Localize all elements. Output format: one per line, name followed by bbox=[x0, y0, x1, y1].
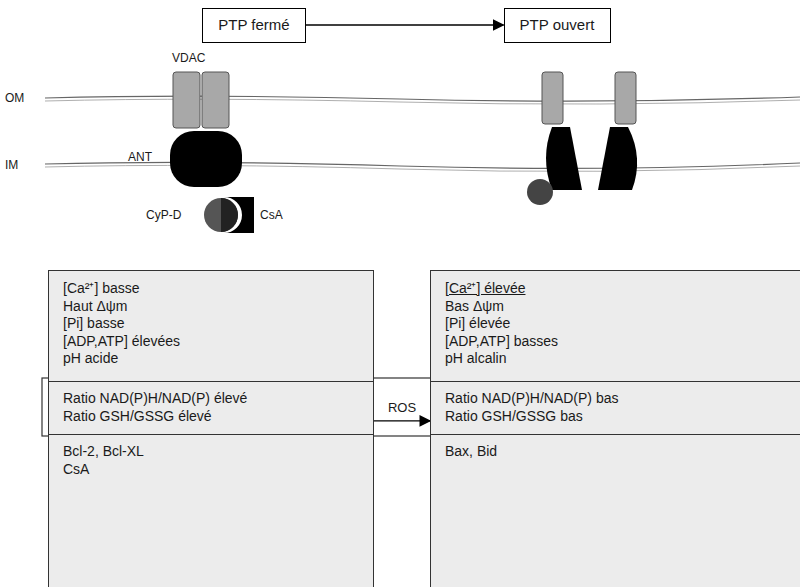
regulator-panel: Bax, Bid bbox=[430, 434, 800, 587]
node-text: PTP ouvert bbox=[519, 16, 596, 34]
node-text: pH alcalin bbox=[445, 350, 795, 368]
part-label: CsA bbox=[260, 208, 283, 222]
part-label: CyP-D bbox=[146, 208, 181, 222]
part-label: ANT bbox=[128, 150, 152, 164]
condition-panel: [Ca²⁺] élevéeBas Δψm[Pi] élevée[ADP,ATP]… bbox=[430, 270, 800, 382]
node-text: [ADP,ATP] basses bbox=[445, 333, 795, 351]
state-box: PTP fermé bbox=[202, 8, 306, 43]
state-box: PTP ouvert bbox=[504, 8, 611, 43]
arrow-connector bbox=[306, 24, 504, 25]
node-text: Bcl-2, Bcl-XL bbox=[63, 443, 359, 461]
regulator-panel: Bcl-2, Bcl-XLCsA bbox=[48, 434, 374, 587]
node-text: Bas Δψm bbox=[445, 298, 795, 316]
part-label: IM bbox=[5, 158, 18, 172]
ant-protein bbox=[598, 127, 637, 190]
inner-membrane bbox=[45, 165, 800, 171]
node-text: CsA bbox=[63, 461, 359, 479]
node-text: [Pi] basse bbox=[63, 315, 359, 333]
outer-membrane bbox=[45, 96, 800, 101]
outer-membrane bbox=[45, 99, 800, 104]
cyclophilin-d bbox=[527, 179, 553, 205]
node-text: PTP fermé bbox=[217, 16, 291, 34]
node-text: Ratio GSH/GSSG bas bbox=[445, 408, 795, 426]
node-text: pH acide bbox=[63, 350, 359, 368]
edge-label: ROS bbox=[386, 400, 418, 415]
node-text: Ratio GSH/GSSG élevé bbox=[63, 408, 359, 426]
node-text: Ratio NAD(P)H/NAD(P) élevé bbox=[63, 390, 359, 408]
ant-protein bbox=[170, 131, 242, 187]
redox-panel: Ratio NAD(P)H/NAD(P) élevéRatio GSH/GSSG… bbox=[48, 381, 374, 435]
node-text: [Ca²⁺] basse bbox=[63, 280, 359, 298]
vdac-channel bbox=[615, 72, 636, 124]
node-text: [Pi] élevée bbox=[445, 315, 795, 333]
part-label: VDAC bbox=[172, 51, 205, 65]
redox-band bbox=[42, 378, 800, 436]
cyclophilin-d bbox=[204, 198, 238, 232]
node-text: [Ca²⁺] élevée bbox=[445, 280, 795, 298]
part-label: OM bbox=[5, 91, 24, 105]
ant-protein bbox=[546, 127, 582, 190]
vdac-channel bbox=[202, 72, 229, 128]
redox-panel: Ratio NAD(P)H/NAD(P) basRatio GSH/GSSG b… bbox=[430, 381, 800, 435]
cyclophilin-d bbox=[221, 198, 238, 232]
node-text: Haut Δψm bbox=[63, 298, 359, 316]
arrow-connector bbox=[374, 420, 430, 421]
node-text: Ratio NAD(P)H/NAD(P) bas bbox=[445, 390, 795, 408]
vdac-channel bbox=[542, 72, 563, 124]
vdac-channel bbox=[173, 72, 200, 128]
node-text: [ADP,ATP] élevées bbox=[63, 333, 359, 351]
node-text: Bax, Bid bbox=[445, 443, 795, 461]
condition-panel: [Ca²⁺] basseHaut Δψm[Pi] basse[ADP,ATP] … bbox=[48, 270, 374, 382]
